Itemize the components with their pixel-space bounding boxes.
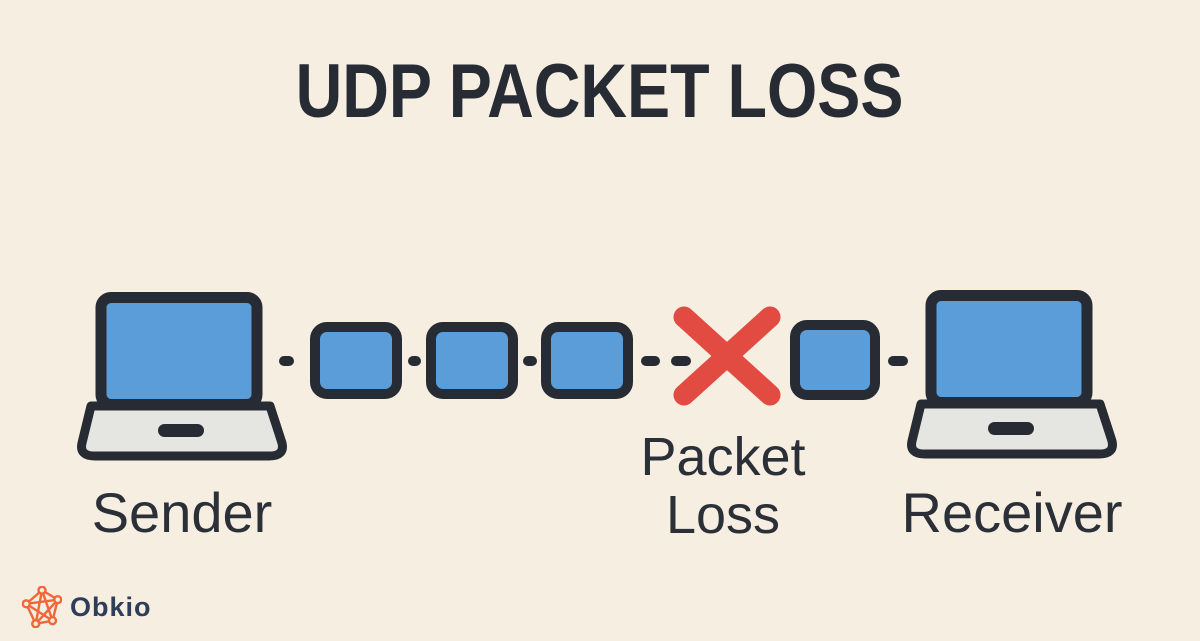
packet-icon — [541, 322, 633, 399]
link-dash — [279, 356, 294, 366]
packet-loss-label-line2: Loss — [665, 485, 781, 545]
receiver-laptop-icon — [907, 290, 1117, 459]
link-dash — [671, 356, 691, 366]
packet-loss-x-icon — [673, 306, 781, 406]
packet-loss-label: Packet Loss — [613, 428, 833, 544]
packet-icon — [790, 320, 880, 400]
receiver-label: Receiver — [901, 481, 1123, 544]
sender-label: Sender — [91, 481, 273, 544]
packet-icon — [310, 322, 402, 399]
packet-icon — [426, 322, 518, 399]
sender-laptop-icon — [77, 292, 287, 461]
brand-logo: Obkio — [22, 585, 152, 629]
network-mesh-icon — [22, 586, 62, 628]
brand-logo-text: Obkio — [70, 591, 152, 622]
link-dash — [888, 356, 908, 366]
link-dash — [523, 356, 537, 366]
title-row: UDP PACKET LOSS — [0, 52, 1200, 132]
link-dash — [641, 356, 660, 366]
page-title: UDP PACKET LOSS — [296, 49, 904, 134]
packet-loss-label-line1: Packet — [640, 427, 806, 487]
link-dash — [408, 356, 421, 366]
